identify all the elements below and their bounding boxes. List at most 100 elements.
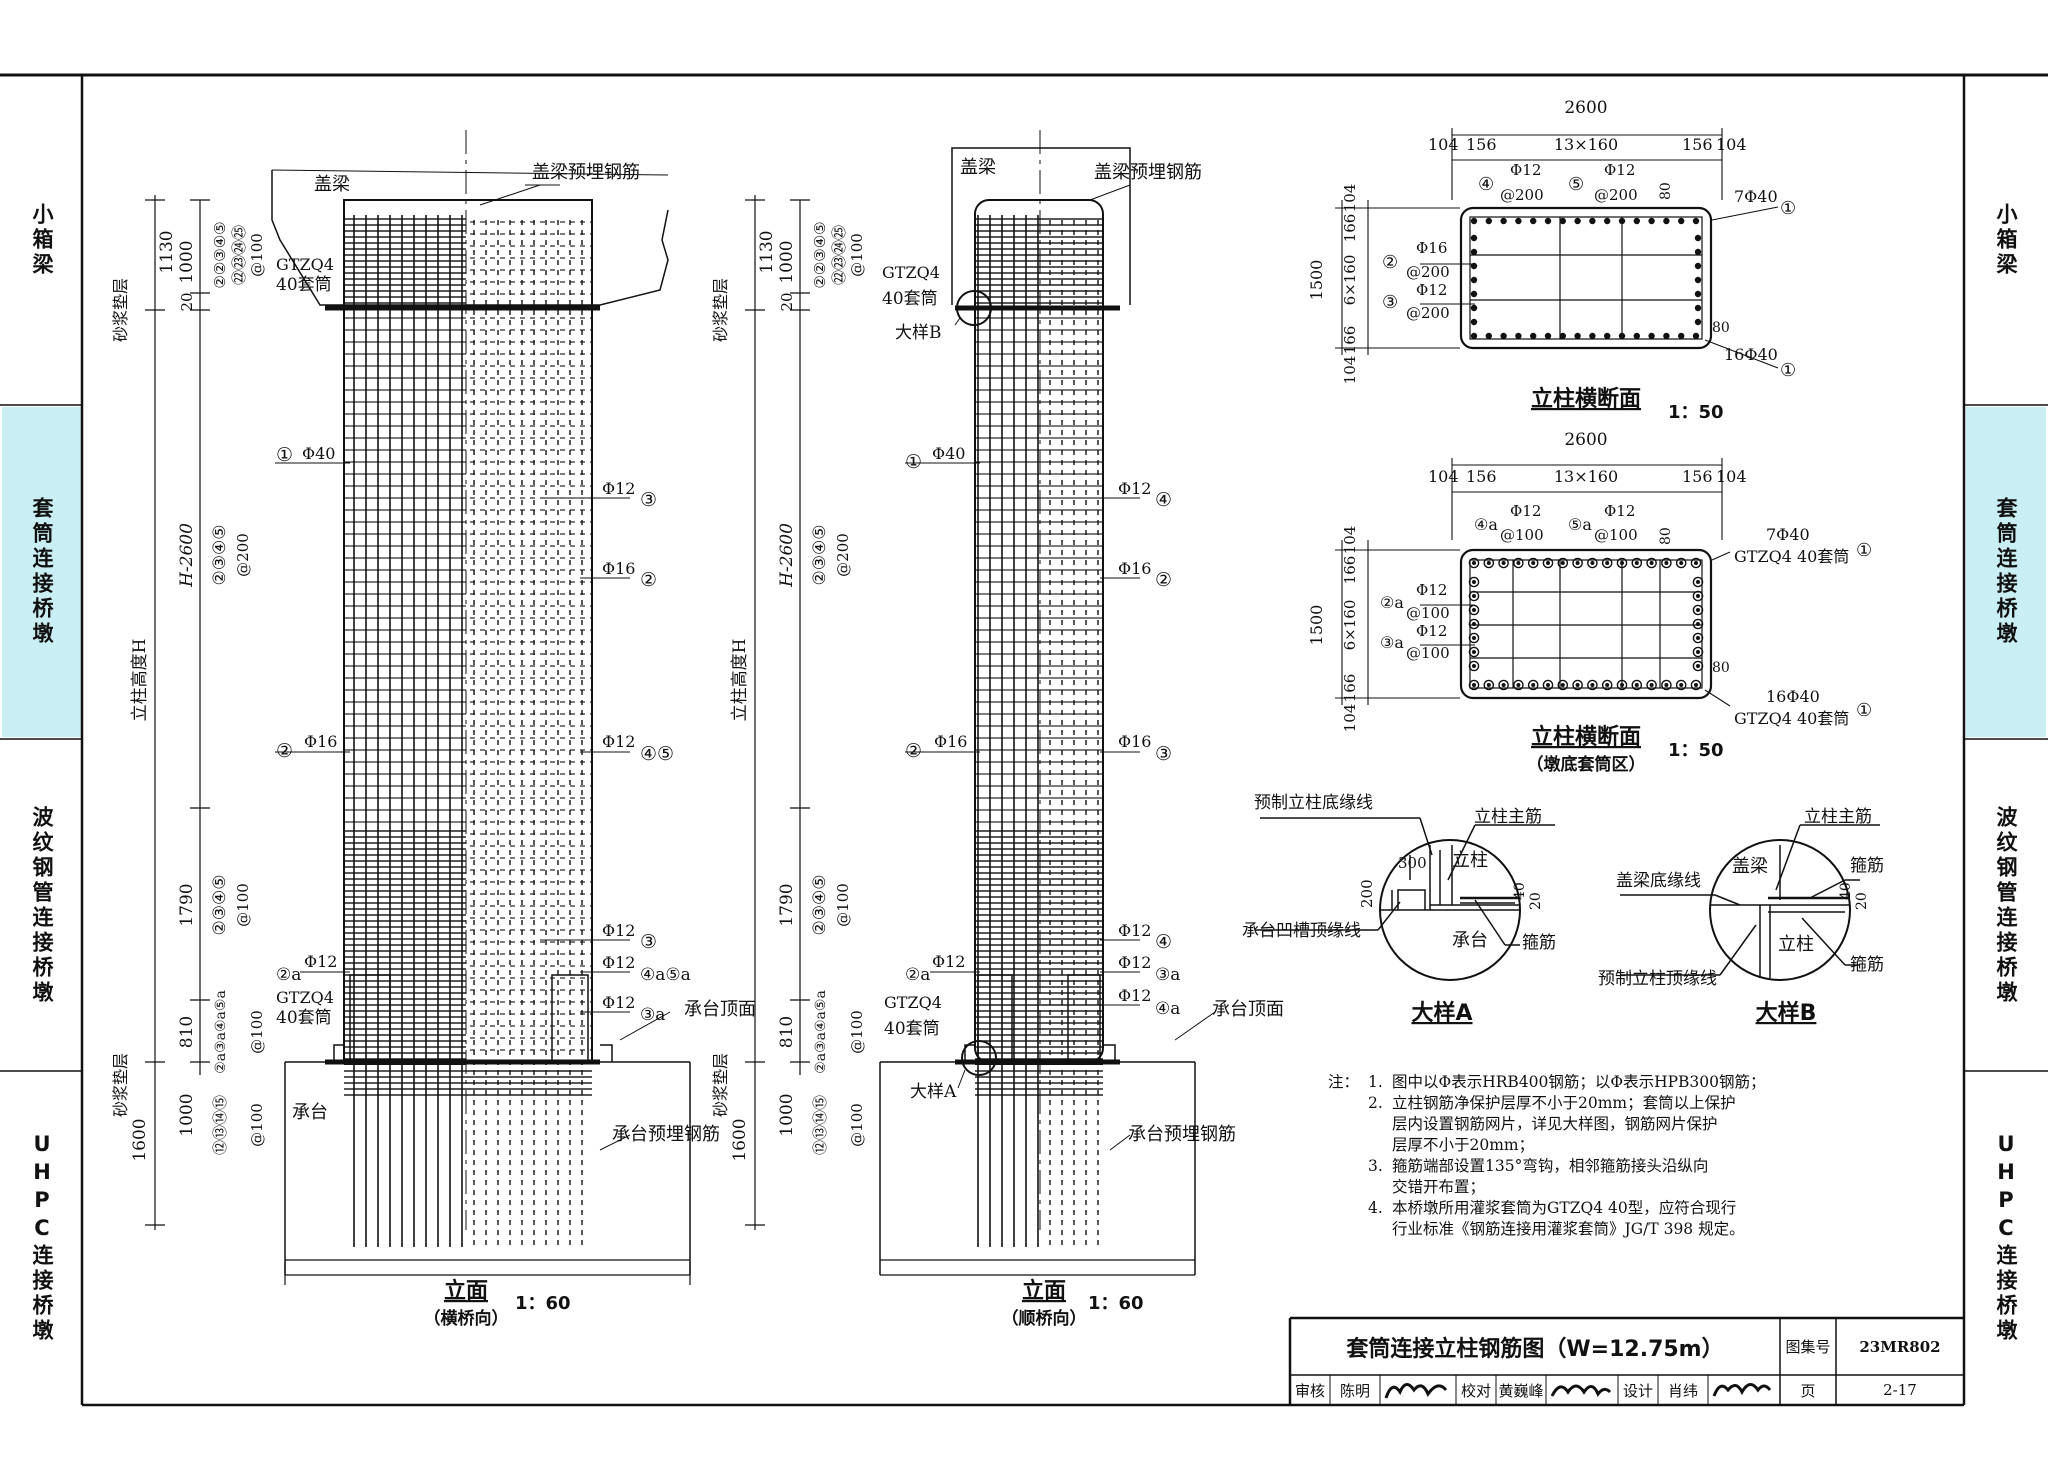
- dim-1130: 1130: [157, 230, 177, 273]
- pile-cap-label: 承台: [292, 1102, 328, 1123]
- rebar-group-top-2: ㉒㉓㉔㉕: [230, 225, 248, 285]
- dim-104-bot: 104: [1341, 356, 1359, 385]
- main-bar-dot: [1605, 561, 1610, 565]
- dim-1000: 1000: [177, 240, 197, 283]
- note-line: 层厚不小于20mm；: [1392, 1136, 1535, 1154]
- callout-c2-spacing: @200: [1406, 263, 1450, 281]
- elevation-title: 立面: [1022, 1278, 1066, 1304]
- sleeve-dot: [1587, 557, 1598, 569]
- dim-80-top: 80: [1658, 182, 1674, 200]
- sleeve-dot: [1513, 679, 1524, 691]
- signature-marks: [1384, 1383, 1772, 1399]
- callout-r2l: ②: [905, 740, 922, 762]
- main-bar-dot: [1692, 217, 1700, 225]
- main-bar-dot: [1678, 332, 1685, 340]
- main-bar-dot: [1472, 683, 1476, 687]
- designer-name: 肖纬: [1667, 1381, 1698, 1400]
- dim-13x160: 13×160: [1554, 135, 1618, 154]
- mortar-layer-label-base: 砂浆垫层: [111, 1053, 130, 1117]
- rebar-spacing-low: @100: [234, 883, 252, 927]
- sleeve-dot: [1675, 679, 1687, 691]
- callout-r1-bar: Φ40: [302, 444, 335, 463]
- main-bar-dot: [1500, 332, 1507, 340]
- sleeve-dot: [1692, 632, 1704, 644]
- main-bar-dot: [1500, 217, 1507, 225]
- sleeve-dot: [1527, 679, 1539, 691]
- side-tab-label: 小箱梁: [30, 202, 54, 278]
- main-bar-dot: [1544, 217, 1552, 225]
- note-line: 行业标准《钢筋连接用灌浆套筒》JG/T 398 规定。: [1392, 1220, 1745, 1238]
- main-bar-dot: [1696, 580, 1700, 584]
- callout-r45: ④⑤: [640, 743, 674, 765]
- elevation-scale: 1：60: [515, 1293, 571, 1314]
- sleeve-dot: [1692, 618, 1704, 630]
- callout-r4a: ④a: [1155, 999, 1180, 1019]
- sleeve-dot: [1498, 679, 1509, 691]
- section-scale: 1：50: [1668, 740, 1724, 761]
- top-main-bars: 7Φ40: [1766, 525, 1810, 544]
- sleeve-label-base: 40套筒: [884, 1019, 940, 1039]
- rebar-group-sleeve: ②a③a④a⑤a: [213, 990, 229, 1074]
- callout-r2: ②: [1155, 569, 1172, 591]
- dim-6x160: 6×160: [1341, 600, 1359, 651]
- side-tab-right-sleeve-pier[interactable]: 套筒连接桥墩: [1966, 407, 2046, 737]
- main-bar-dot: [1531, 683, 1536, 687]
- callout-c3a-spacing: @100: [1406, 644, 1450, 662]
- callout-r4a-bar: Φ12: [1118, 986, 1151, 1005]
- sleeve-dot: [1557, 557, 1569, 569]
- note-line: 立柱钢筋净保护层厚不小于20mm；套筒以上保护: [1392, 1094, 1736, 1112]
- side-tab-left-corrugated-pier[interactable]: 波纹钢管连接桥墩: [2, 741, 82, 1071]
- side-tab-left-sleeve-pier[interactable]: 套筒连接桥墩: [2, 407, 82, 737]
- cross-section-standard: 2600 104 156 13×160 156 104 1500 6×160 1…: [1307, 98, 1796, 423]
- side-tab-right-uhpc-pier[interactable]: UHPC连接桥墩: [1966, 1073, 2046, 1403]
- callout-c1-top: ①: [1856, 540, 1872, 561]
- detail-b-label-cap-edge: 盖梁底缘线: [1616, 871, 1701, 891]
- sleeve-dot: [1692, 660, 1704, 672]
- review-label: 审核: [1294, 1381, 1325, 1400]
- cap-rebar-label: 盖梁预埋钢筋: [1094, 162, 1202, 183]
- detail-a-label-stirrup: 箍筋: [1522, 933, 1556, 953]
- side-tab-left-uhpc-pier[interactable]: UHPC连接桥墩: [2, 1073, 82, 1403]
- dim-1790: 1790: [177, 883, 197, 926]
- side-tab-label: 波纹钢管连接桥墩: [1994, 806, 2018, 1006]
- dim-104-top: 104: [1341, 184, 1359, 213]
- main-bar-dot: [1620, 561, 1624, 565]
- dim-156-left: 156: [1466, 467, 1497, 486]
- side-tab-right-corrugated-pier[interactable]: 波纹钢管连接桥墩: [1966, 741, 2046, 1071]
- section-width: 2600: [1564, 430, 1607, 450]
- atlas-number-label: 图集号: [1785, 1338, 1831, 1356]
- main-bar-dot: [1560, 683, 1565, 687]
- main-bar-dot: [1696, 636, 1700, 640]
- sleeve-dot: [1616, 679, 1628, 691]
- main-bar-dot: [1470, 217, 1478, 225]
- mortar-layer-label-base: 砂浆垫层: [711, 1053, 730, 1117]
- gtzq-label: GTZQ4: [276, 255, 334, 274]
- atlas-number: 23MR802: [1859, 1337, 1941, 1356]
- gtzq-label-base: GTZQ4: [276, 988, 334, 1007]
- dim-13x160: 13×160: [1554, 467, 1618, 486]
- cap-beam-label: 盖梁: [314, 174, 350, 195]
- main-bar-dot: [1634, 683, 1639, 687]
- sleeve-dot: [1692, 604, 1704, 616]
- callout-c2: ②: [1382, 252, 1398, 273]
- callout-c4a-spacing: @100: [1500, 526, 1544, 544]
- callout-r2a-bar: Φ12: [932, 952, 965, 971]
- main-bar-dot: [1472, 636, 1476, 640]
- sleeve-dot: [1557, 679, 1569, 691]
- side-tab-right-box-girder[interactable]: 小箱梁: [1966, 75, 2046, 405]
- sleeve-dot: [1646, 679, 1657, 691]
- gtzq-label: GTZQ4: [882, 263, 940, 282]
- gtzq-top-label: GTZQ4 40套筒: [1734, 547, 1849, 566]
- callout-c1-top: ①: [1780, 198, 1796, 219]
- side-tab-left-box-girder[interactable]: 小箱梁: [2, 75, 82, 405]
- main-bar-dot: [1575, 561, 1580, 565]
- dim-20: 20: [178, 292, 196, 311]
- side-tab-label: 套筒连接桥墩: [30, 497, 54, 647]
- dim-h2600: H-2600: [777, 523, 797, 588]
- sleeve-dot: [1692, 590, 1704, 602]
- detail-a-label-pile-cap: 承台: [1452, 930, 1488, 951]
- side-tab-label: 套筒连接桥墩: [1994, 497, 2018, 647]
- main-bar-dot: [1590, 683, 1595, 687]
- elevation-longitudinal: 1130 1000 20 砂浆垫层 H-2600 立柱高度H 1790 810 …: [711, 130, 1284, 1329]
- callout-r3a-bar: Φ12: [1118, 953, 1151, 972]
